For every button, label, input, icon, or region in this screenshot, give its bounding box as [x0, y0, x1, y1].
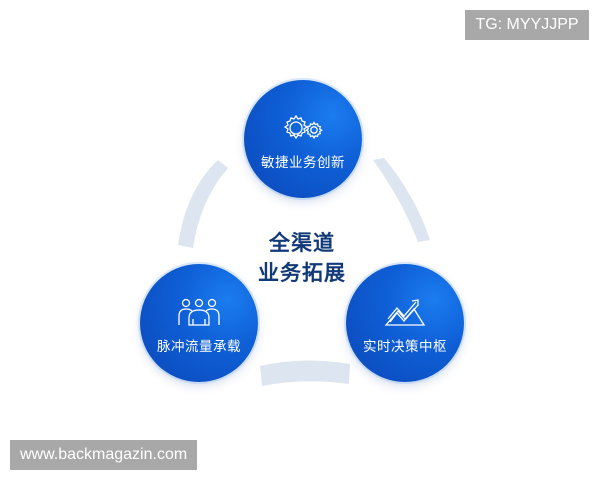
gears-icon [283, 114, 323, 140]
watermark-bottom-left: www.backmagazin.com [10, 440, 198, 470]
center-title-line2: 业务拓展 [258, 261, 346, 285]
arc-right-to-left [260, 360, 350, 386]
center-title-line1: 全渠道 [269, 231, 335, 255]
users-group-icon [178, 298, 220, 326]
center-title: 全渠道 业务拓展 [246, 228, 358, 288]
node-realtime-decision: 实时决策中枢 [346, 264, 464, 382]
arc-left-to-top [178, 160, 228, 248]
trend-chart-icon [384, 299, 426, 326]
node-agile-innovation: 敏捷业务创新 [244, 80, 362, 198]
node-label: 敏捷业务创新 [261, 155, 345, 171]
watermark-top-right: TG: MYYJJPP [465, 10, 589, 40]
node-label: 实时决策中枢 [363, 339, 447, 355]
arc-top-to-right [373, 158, 430, 242]
node-label: 脉冲流量承载 [157, 339, 241, 355]
node-pulse-traffic: 脉冲流量承载 [140, 264, 258, 382]
